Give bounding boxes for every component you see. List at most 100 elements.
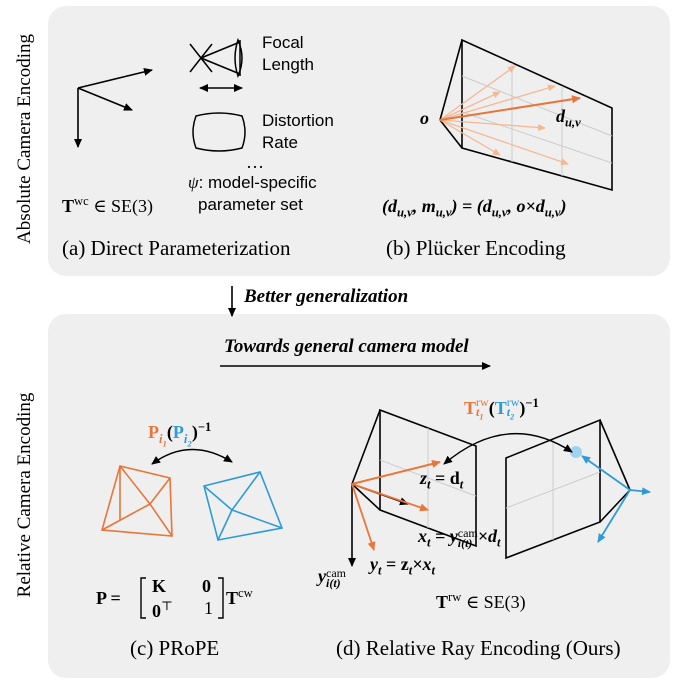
twc-sup: wc <box>74 194 89 208</box>
prope-sub2-wrap: i2 <box>183 431 192 449</box>
twc-symbol: T <box>62 196 75 216</box>
caption-a: (a) Direct Parameterization <box>62 236 291 260</box>
y-rhs-sub: t <box>408 563 413 578</box>
rel-t1-sup: rw <box>476 395 489 410</box>
prope-sub1-wrap: i1 <box>159 431 167 449</box>
prope-matrix-lhs: P = <box>96 588 121 608</box>
rel-t2-subsub: 2 <box>510 412 515 422</box>
pf-2: u,v <box>397 205 413 220</box>
prope-sub1b: 1 <box>162 438 167 449</box>
ray-sub: u,v <box>565 115 581 130</box>
z-rhs: = d <box>430 468 460 488</box>
ray-symbol: d <box>556 106 565 126</box>
matrix-rhs-sup: cw <box>238 586 253 600</box>
plucker-frustum <box>439 38 613 192</box>
x-cross-sub: t <box>497 535 501 550</box>
psi-line1: : model-specific <box>198 173 317 192</box>
rel-t1-subsub: 1 <box>479 412 484 422</box>
ycam-sup: cam <box>326 565 346 580</box>
rel-inv: −1 <box>525 396 539 410</box>
trw-label: Trw ∈ SE(3) <box>436 590 526 613</box>
matrix-rhs: Tcw <box>226 586 253 609</box>
generalization-text: Better generalization <box>244 286 409 307</box>
caption-c: (c) PRoPE <box>130 636 220 660</box>
y-cross-sub: t <box>431 563 436 578</box>
relative-frustum-left <box>348 408 477 567</box>
distortion-line2: Rate <box>262 133 298 152</box>
psi-label: ψ: model-specific parameter set <box>188 172 317 216</box>
y-equation: yt = zt×xt <box>370 554 435 579</box>
ycam-sub: i(t) <box>326 575 341 590</box>
prope-p1: P <box>148 422 159 442</box>
prope-camera-orange <box>100 465 173 537</box>
ray-label: du,v <box>556 106 581 131</box>
x-rhs: = y <box>430 526 458 546</box>
z-equation: zt = dt <box>420 468 463 493</box>
matrix-brackets <box>140 577 224 619</box>
pf-5: ) = (d <box>451 196 492 216</box>
prope-sub1: i <box>159 431 163 446</box>
rel-t1-sub: t <box>476 405 480 420</box>
pf-4: u,v <box>435 205 452 220</box>
matrix-t-sup: ⊤ <box>161 599 173 613</box>
rel-t2-sup: rw <box>506 395 520 410</box>
caption-b: (b) Plücker Encoding <box>386 236 566 260</box>
prope-sub2: i <box>183 431 188 446</box>
trw-sup: rw <box>448 590 462 604</box>
pf-9: ) <box>560 196 567 216</box>
rel-t2: T <box>494 398 507 418</box>
focal-line2: Length <box>262 55 314 74</box>
pf-1: (d <box>382 196 397 216</box>
twc-rest: ∈ SE(3) <box>88 196 154 216</box>
matrix-rhs-t: T <box>226 588 239 608</box>
relative-relation-arrow <box>443 432 573 465</box>
pf-7: , o×d <box>507 196 545 216</box>
prope-sub2b: 2 <box>187 438 192 449</box>
matrix-k: K <box>152 576 167 596</box>
matrix-zero-t: 0⊤ <box>152 598 173 622</box>
z-rhs-sub: t <box>459 477 464 492</box>
pf-6: u,v <box>491 205 508 220</box>
x-rhs-sub: i(t) <box>457 535 473 550</box>
world-frame-axes <box>74 68 153 148</box>
rel-t2-sub: t <box>506 405 511 420</box>
x-sym: x <box>418 526 427 546</box>
distortion-barrel-icon <box>192 112 246 152</box>
x-cross: ×d <box>477 526 498 546</box>
rel-t1: T <box>464 398 477 418</box>
caption-d: (d) Relative Ray Encoding (Ours) <box>336 636 621 660</box>
ycam-sym: y <box>318 566 326 586</box>
distortion-line1: Distortion <box>262 111 334 130</box>
z-sub: t <box>427 477 431 492</box>
prope-relation: Pi1(Pi2)−1 <box>148 420 212 449</box>
towards-text: Towards general camera model <box>224 336 469 357</box>
y-rhs: = z <box>381 554 409 574</box>
absolute-encoding-panel <box>48 6 670 276</box>
twc-label: Twc ∈ SE(3) <box>62 194 153 217</box>
x-rhs-sup: cam <box>457 525 478 540</box>
origin-label: o <box>420 108 429 128</box>
focal-line1: Focal <box>262 33 304 52</box>
focal-lens-icon <box>189 37 243 92</box>
trw-rest: ∈ SE(3) <box>461 592 526 612</box>
distortion-label: Distortion Rate <box>262 110 334 154</box>
psi-line2: parameter set <box>198 195 303 214</box>
psi-symbol: ψ <box>188 173 199 192</box>
matrix-zero: 0 <box>202 576 211 596</box>
pf-3: , m <box>412 196 436 216</box>
ellipsis: … <box>246 152 264 172</box>
prope-inv: −1 <box>197 420 212 434</box>
matrix-one: 1 <box>204 598 213 618</box>
prope-p2: P <box>172 422 184 442</box>
relative-encoding-panel <box>48 314 670 678</box>
focal-label: Focal Length <box>262 32 314 76</box>
relative-frustum-right <box>505 418 651 560</box>
y-sym: y <box>370 554 378 574</box>
prope-camera-blue <box>203 471 284 541</box>
trw-symbol: T <box>436 592 449 612</box>
z-sym: z <box>420 468 428 488</box>
pf-8: u,v <box>544 205 561 220</box>
